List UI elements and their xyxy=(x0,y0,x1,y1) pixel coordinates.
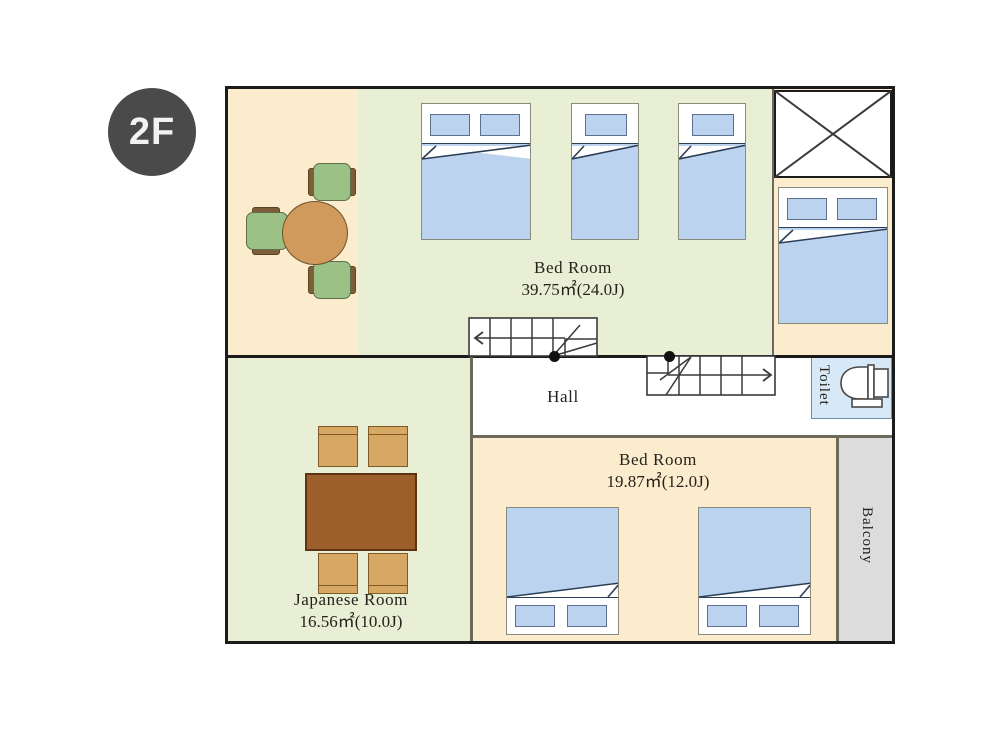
crossed-box-icon xyxy=(774,90,892,178)
bed-double-3 xyxy=(506,507,619,635)
label-balcony: Balcony xyxy=(858,507,875,564)
bed-blanket xyxy=(422,143,530,239)
label-balcony-name: Balcony xyxy=(859,507,875,564)
toilet-bowl-icon xyxy=(838,363,891,413)
armchair-seat xyxy=(246,212,288,250)
japanese-low-table xyxy=(305,473,417,551)
bed-single-2 xyxy=(678,103,746,240)
label-hall: Hall xyxy=(503,386,623,408)
label-japanese-room: Japanese Room 16.56㎡(10.0J) xyxy=(246,589,456,633)
wall-hall-bedroom-divider xyxy=(471,435,892,438)
floor-cushion-3 xyxy=(318,553,358,594)
armchair-top xyxy=(308,163,356,201)
cushion-seam xyxy=(319,434,357,435)
bed-pillow xyxy=(707,605,747,627)
bed-single-1 xyxy=(571,103,639,240)
bed-pillow xyxy=(692,114,734,136)
label-hall-name: Hall xyxy=(547,387,579,406)
floor-badge-label: 2F xyxy=(128,110,176,153)
label-bedroom-upper: Bed Room 39.75㎡(24.0J) xyxy=(463,257,683,301)
armchair-seat xyxy=(313,163,351,201)
bed-blanket xyxy=(679,143,745,239)
label-bedroom-upper-area: 39.75㎡(24.0J) xyxy=(521,279,625,299)
bed-double-2 xyxy=(778,187,888,324)
bed-blanket xyxy=(507,508,618,598)
bed-pillow xyxy=(787,198,827,220)
wall-balcony-divider xyxy=(836,437,839,641)
bed-double-4 xyxy=(698,507,811,635)
label-bedroom-lower-area: 19.87㎡(12.0J) xyxy=(606,471,710,491)
label-bedroom-upper-name: Bed Room xyxy=(534,258,612,277)
bed-blanket xyxy=(699,508,810,598)
cushion-seam xyxy=(369,434,407,435)
bed-pillow xyxy=(585,114,627,136)
stair-newel-post xyxy=(549,351,560,362)
bed-double-1 xyxy=(421,103,531,240)
floor-badge: 2F xyxy=(108,88,196,176)
bed-pillow xyxy=(759,605,799,627)
label-japanese-room-name: Japanese Room xyxy=(293,590,409,609)
label-bedroom-lower: Bed Room 19.87㎡(12.0J) xyxy=(548,449,768,493)
bed-pillow xyxy=(430,114,470,136)
bed-pillow xyxy=(567,605,607,627)
armchair-left xyxy=(246,207,288,255)
wall-japanese-hall-divider xyxy=(470,357,473,641)
stair-down xyxy=(646,351,776,396)
bed-pillow xyxy=(515,605,555,627)
floor-plan: Bed Room 39.75㎡(24.0J) xyxy=(225,86,895,644)
armchair-seat xyxy=(313,261,351,299)
cushion-seam xyxy=(369,585,407,586)
floor-cushion-2 xyxy=(368,426,408,467)
cushion-seam xyxy=(319,585,357,586)
bed-pillow xyxy=(837,198,877,220)
label-toilet: Toilet xyxy=(815,365,832,406)
floor-cushion-4 xyxy=(368,553,408,594)
bed-blanket xyxy=(572,143,638,239)
bed-blanket xyxy=(779,227,887,323)
bed-pillow xyxy=(480,114,520,136)
floor-cushion-1 xyxy=(318,426,358,467)
stair-up xyxy=(468,317,598,362)
stair-newel-post xyxy=(664,351,675,362)
label-japanese-room-area: 16.56㎡(10.0J) xyxy=(299,611,403,631)
region-balcony xyxy=(838,437,892,641)
label-bedroom-lower-name: Bed Room xyxy=(619,450,697,469)
round-dining-table xyxy=(282,201,348,265)
armchair-bottom xyxy=(308,261,356,299)
label-toilet-name: Toilet xyxy=(816,365,832,406)
wall-upper-right-alcove-divider xyxy=(772,89,774,355)
